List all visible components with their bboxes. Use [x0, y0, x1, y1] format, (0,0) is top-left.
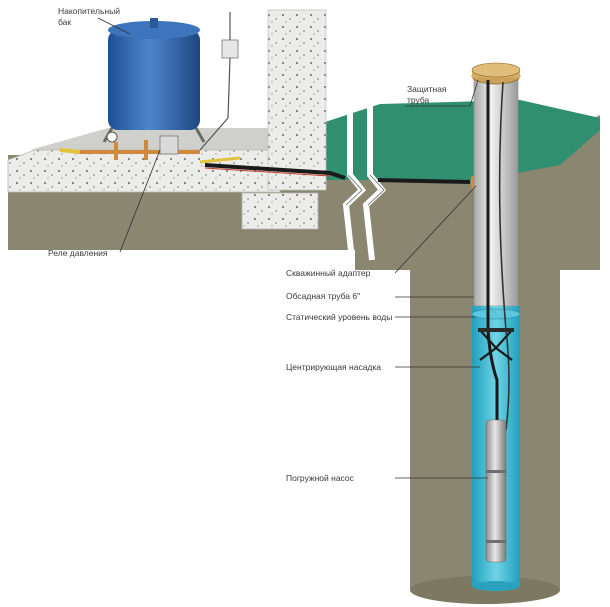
foundation-wall — [267, 9, 327, 191]
leader-relay — [119, 149, 161, 253]
static-water-surface — [471, 308, 521, 320]
label-well-adapter: Скважинный адаптер — [286, 268, 371, 278]
pressure-gauge — [106, 131, 118, 143]
leader-protective — [405, 79, 479, 107]
electrical-box — [221, 39, 239, 59]
label-protective-line2: труба — [407, 95, 430, 105]
label-tank-line2: бак — [58, 17, 71, 27]
label-pressure-relay: Реле давления — [48, 248, 108, 258]
label-tank-line1: Накопительный — [58, 6, 120, 16]
submersible-pump — [485, 419, 507, 563]
break-line-right — [362, 100, 387, 261]
soil-cavity — [0, 250, 410, 600]
leader-adapter — [394, 185, 477, 274]
label-protective-line1: Защитная — [407, 84, 447, 94]
casing-pipe — [473, 77, 519, 307]
label-casing-pipe: Обсадная труба 6" — [286, 291, 360, 301]
grass-surface — [316, 100, 600, 180]
pump-cable — [498, 81, 510, 431]
storage-tank — [102, 18, 206, 143]
foundation-footing — [241, 192, 319, 230]
label-pump: Погружной насос — [286, 473, 355, 483]
concrete-slab-top — [30, 128, 280, 150]
label-centering: Центрирующая насадка — [286, 362, 381, 372]
leader-tank — [97, 17, 131, 35]
centering-device — [478, 328, 514, 361]
supply-pipe — [204, 163, 471, 184]
pressure-relay — [159, 135, 179, 155]
label-static-level: Статический уровень воды — [286, 312, 392, 322]
copper-manifold — [78, 140, 200, 160]
